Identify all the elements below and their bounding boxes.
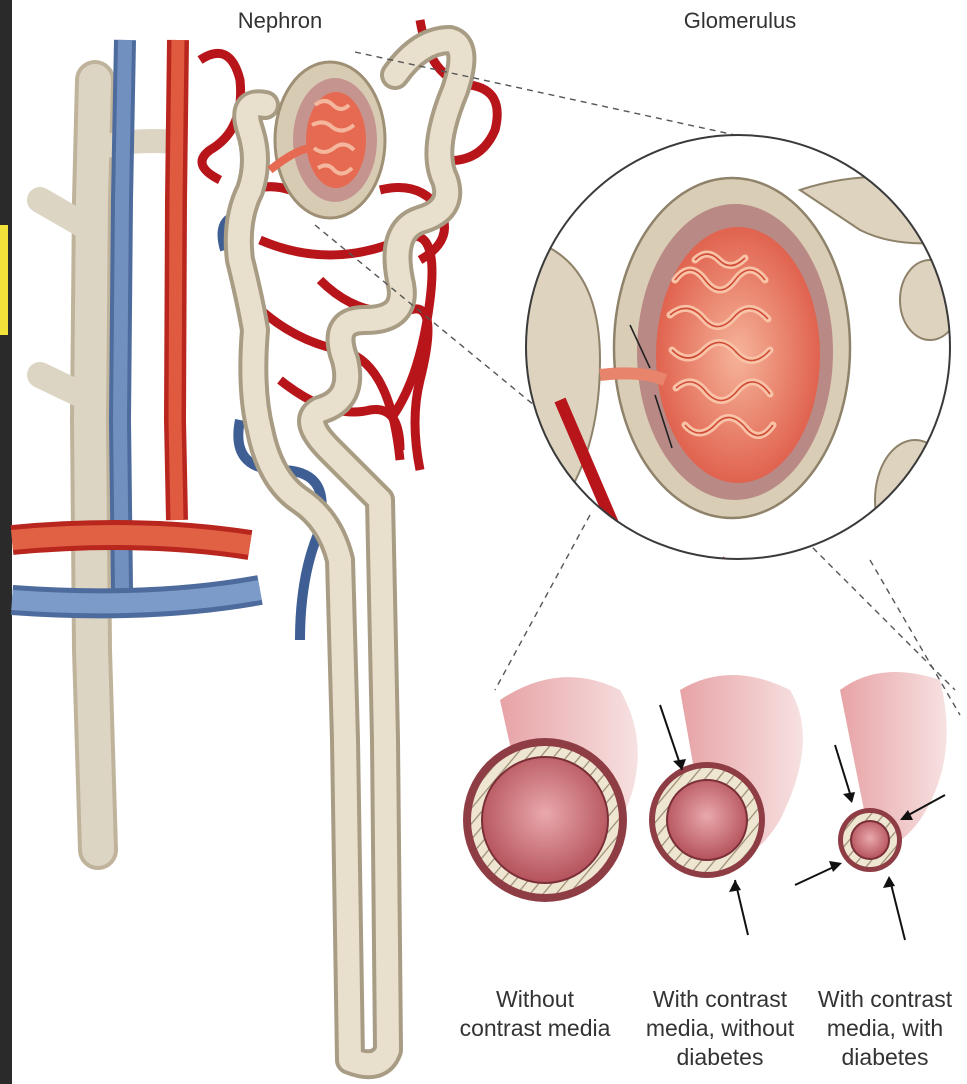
left-edge-highlight <box>0 225 8 335</box>
left-edge-strip <box>0 0 12 1084</box>
glomerulus-label: Glomerulus <box>660 8 820 34</box>
vessel-cross-section-contrast <box>649 675 803 935</box>
caption-contrast-without-diabetes: With contrast media, without diabetes <box>630 985 810 1072</box>
glomerulus-zoom <box>520 135 960 600</box>
vessel-cross-section-normal <box>463 677 638 902</box>
nephron-label: Nephron <box>220 8 340 34</box>
vessel-cross-section-diabetes <box>795 672 947 940</box>
collecting-duct <box>40 80 175 850</box>
small-glomerulus <box>270 62 385 218</box>
caption-without-contrast: Without contrast media <box>440 985 630 1043</box>
caption-contrast-with-diabetes: With contrast media, with diabetes <box>805 985 965 1072</box>
